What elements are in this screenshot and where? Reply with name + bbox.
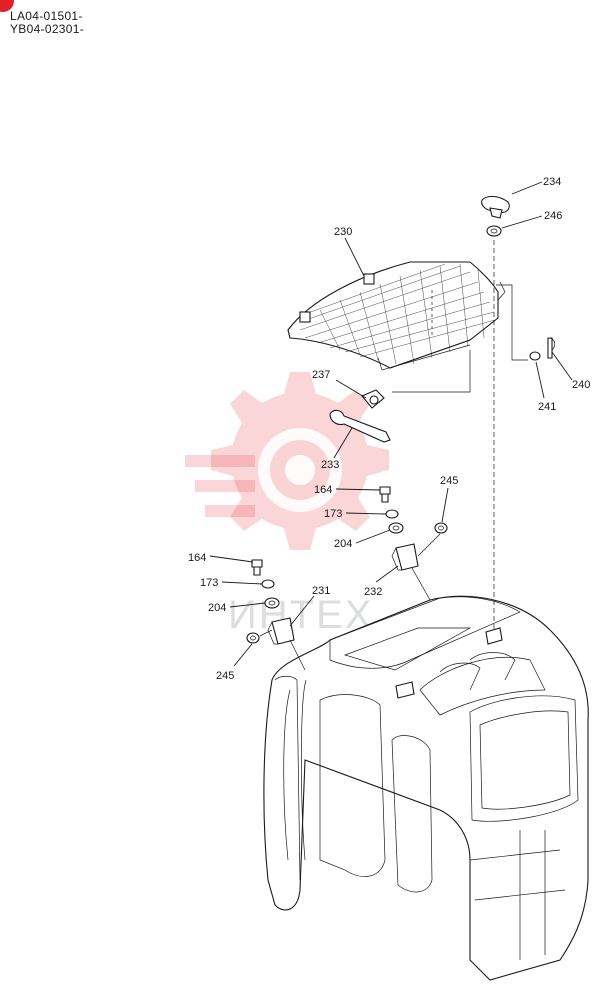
part-232-bracket xyxy=(391,543,419,571)
callout-233: 233 xyxy=(321,459,339,471)
callout-232: 232 xyxy=(364,586,382,598)
callout-231: 231 xyxy=(312,585,330,597)
serial-numbers: LA04-01501- YB04-02301- xyxy=(10,10,84,36)
leader-245-lower-to-bracket xyxy=(259,629,273,637)
callout-245-lower: 245 xyxy=(216,670,234,682)
mesh-grid xyxy=(299,263,496,365)
watermark-text: ИНТЕХ xyxy=(228,593,373,637)
part-234-wing-bolt xyxy=(481,195,510,219)
callout-204-upper: 204 xyxy=(334,538,352,550)
serial-line-1: LA04-01501- xyxy=(10,9,83,23)
part-231-bracket xyxy=(267,617,295,645)
leader-232-to-cab xyxy=(411,567,431,601)
watermark-gear-logo xyxy=(185,372,389,550)
callout-230: 230 xyxy=(334,226,352,238)
callout-234: 234 xyxy=(543,176,561,188)
callout-164-lower: 164 xyxy=(188,552,206,564)
leader-240-241 xyxy=(496,284,528,361)
part-233-rod xyxy=(329,409,391,443)
part-164-bolt-upper xyxy=(379,486,391,503)
cab-body xyxy=(263,595,589,981)
part-245-washer-lower xyxy=(246,632,260,644)
part-173-washer-lower xyxy=(261,579,275,589)
callout-245-upper: 245 xyxy=(440,475,458,487)
leader-245-upper xyxy=(417,533,441,557)
cab-mount-front xyxy=(395,681,415,699)
part-230-mesh-guard xyxy=(287,261,506,371)
part-246-washer xyxy=(486,225,502,237)
callout-204-lower: 204 xyxy=(208,602,226,614)
callout-241: 241 xyxy=(538,401,556,413)
callout-173-lower: 173 xyxy=(200,577,218,589)
part-240-pin xyxy=(547,337,556,359)
callout-240: 240 xyxy=(572,379,590,391)
part-237-clamp xyxy=(361,389,385,409)
callout-246: 246 xyxy=(544,210,562,222)
callout-164-upper: 164 xyxy=(314,484,332,496)
callout-leaders xyxy=(209,181,573,667)
cab-mount-rear xyxy=(485,627,503,645)
serial-line-2: YB04-02301- xyxy=(10,22,85,36)
leader-231-to-cab xyxy=(289,639,306,671)
part-204-washer-upper xyxy=(388,522,404,534)
part-173-washer-upper xyxy=(385,509,399,519)
callout-173-upper: 173 xyxy=(324,508,342,520)
part-164-bolt-lower xyxy=(251,559,263,576)
part-241-washer xyxy=(529,351,541,361)
part-204-washer-lower xyxy=(264,597,280,609)
callout-labels: 234 246 230 240 241 237 233 164 173 204 … xyxy=(188,176,590,682)
page-marker-dot xyxy=(0,0,14,12)
callout-237: 237 xyxy=(312,369,330,381)
leader-237 xyxy=(392,350,471,393)
part-245-washer-upper xyxy=(434,522,448,534)
